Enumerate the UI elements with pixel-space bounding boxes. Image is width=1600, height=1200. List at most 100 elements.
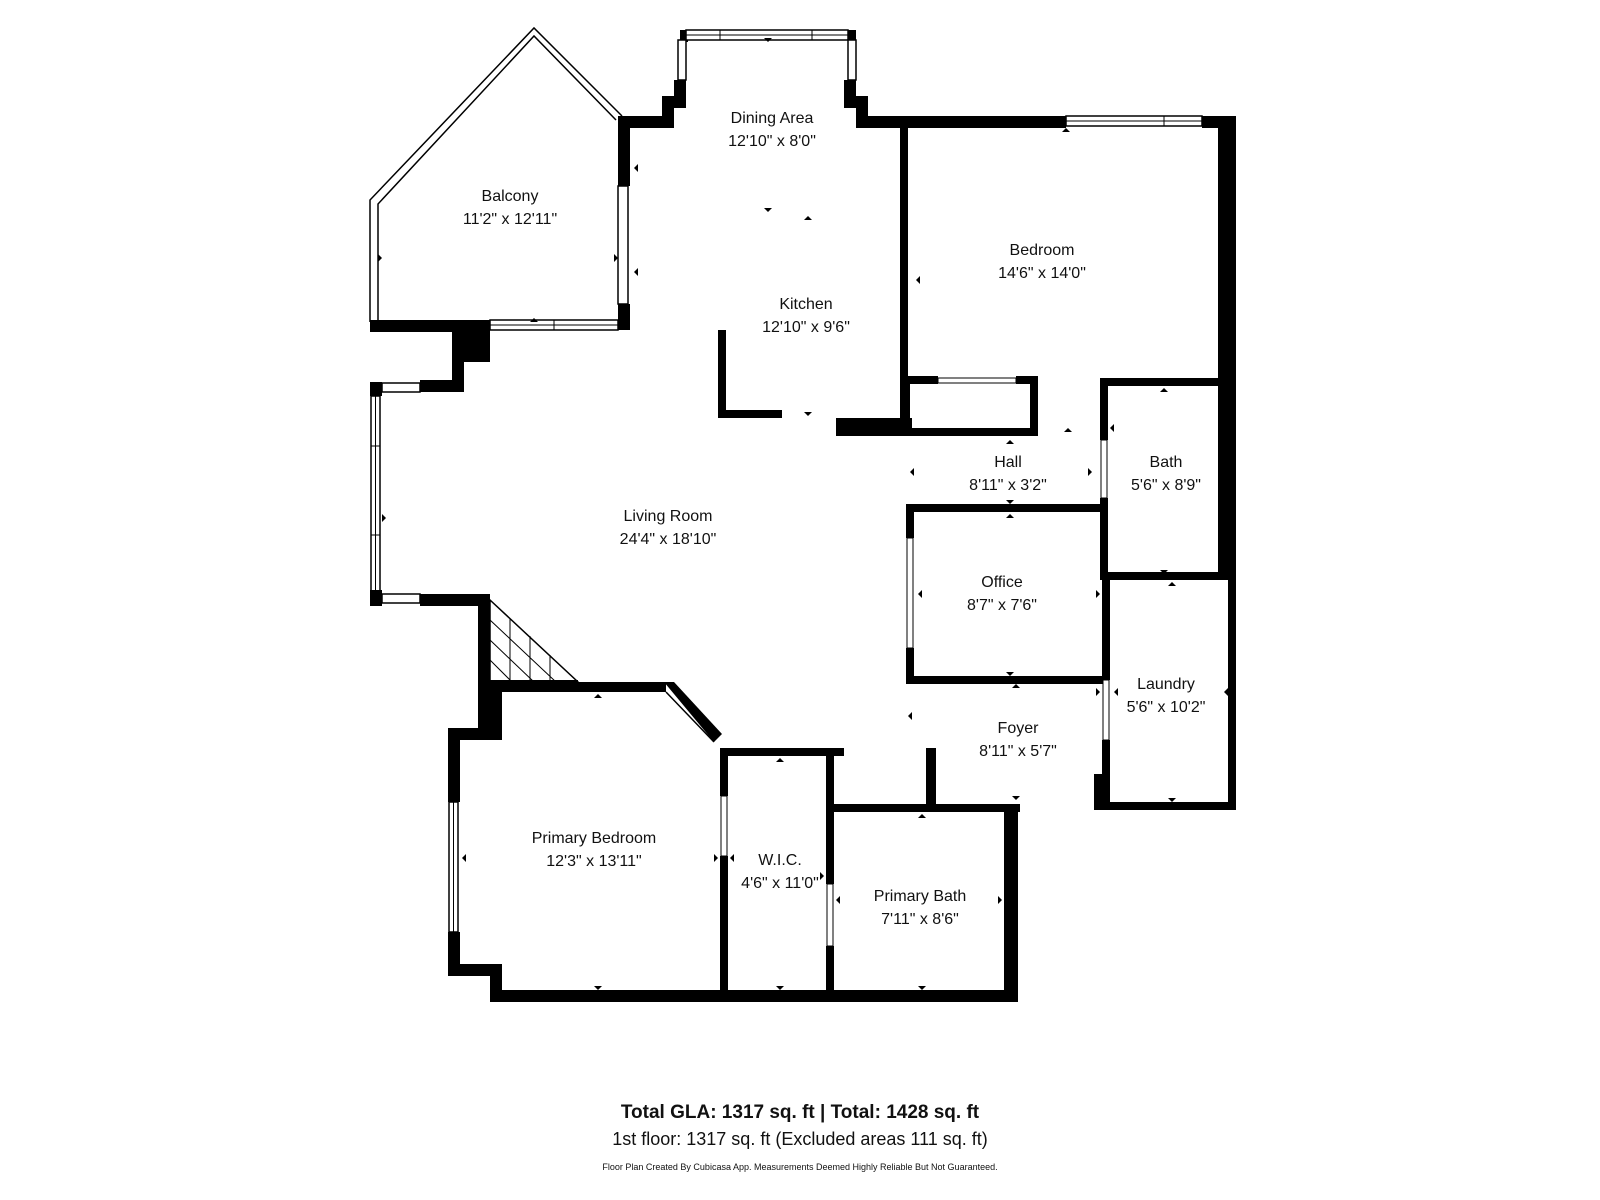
room-name: Hall xyxy=(994,454,1022,471)
room-label-wic: W.I.C. 4'6" x 11'0" xyxy=(741,850,819,896)
laundry-walls xyxy=(1094,580,1236,810)
dimension-ticks xyxy=(378,38,1228,990)
room-dims: 5'6" x 8'9" xyxy=(1131,477,1201,494)
dimension-tick xyxy=(820,872,824,880)
dimension-tick xyxy=(1160,570,1168,574)
dimension-tick xyxy=(764,208,772,212)
room-name: Balcony xyxy=(481,188,539,205)
dimension-tick xyxy=(382,514,386,522)
room-dims: 8'11" x 5'7" xyxy=(979,743,1057,760)
dimension-tick xyxy=(1012,796,1020,800)
room-dims: 8'11" x 3'2" xyxy=(969,477,1047,494)
area-summary: Total GLA: 1317 sq. ft | Total: 1428 sq.… xyxy=(0,1100,1600,1174)
room-dims: 14'6" x 14'0" xyxy=(998,265,1086,282)
dimension-tick xyxy=(918,814,926,818)
room-dims: 4'6" x 11'0" xyxy=(741,875,819,892)
dimension-tick xyxy=(1088,468,1092,476)
dimension-tick xyxy=(634,164,638,172)
room-label-bedroom: Bedroom 14'6" x 14'0" xyxy=(998,240,1086,286)
dimension-tick xyxy=(1168,582,1176,586)
balcony-kitchen-wall xyxy=(370,116,630,392)
room-label-hall: Hall 8'11" x 3'2" xyxy=(969,452,1047,498)
dimension-tick xyxy=(918,986,926,990)
dimension-tick xyxy=(462,854,466,862)
dimension-tick xyxy=(1096,590,1100,598)
room-name: Office xyxy=(981,574,1023,591)
dimension-tick xyxy=(1006,500,1014,504)
room-dims: 12'10" x 9'6" xyxy=(762,319,850,336)
dimension-tick xyxy=(634,268,638,276)
bath-walls xyxy=(1100,378,1228,580)
disclaimer: Floor Plan Created By Cubicasa App. Meas… xyxy=(602,1162,998,1172)
dimension-tick xyxy=(910,468,914,476)
room-name: Bedroom xyxy=(1009,242,1075,259)
room-name: Kitchen xyxy=(779,296,833,313)
room-dims: 12'3" x 13'11" xyxy=(546,853,642,870)
room-dims: 12'10" x 8'0" xyxy=(728,133,816,150)
dimension-tick xyxy=(594,986,602,990)
room-dims: 24'4" x 18'10" xyxy=(619,531,717,548)
dimension-tick xyxy=(594,694,602,698)
dimension-tick xyxy=(776,986,784,990)
dimension-tick xyxy=(730,854,734,862)
balcony-railing xyxy=(369,26,623,322)
dimension-tick xyxy=(1114,688,1118,696)
wic-walls xyxy=(720,748,844,996)
room-name: W.I.C. xyxy=(758,852,802,869)
dimension-tick xyxy=(614,254,618,262)
dining-bay-walls xyxy=(620,30,1066,128)
room-label-laundry: Laundry 5'6" x 10'2" xyxy=(1127,674,1206,720)
dining-windows xyxy=(677,29,857,81)
room-name: Primary Bedroom xyxy=(531,830,657,847)
dimension-tick xyxy=(916,276,920,284)
room-dims: 7'11" x 8'6" xyxy=(881,911,959,928)
dimension-tick xyxy=(530,318,538,322)
room-label-office: Office 8'7" x 7'6" xyxy=(967,572,1037,618)
room-label-dining: Dining Area 12'10" x 8'0" xyxy=(728,108,816,154)
dimension-tick xyxy=(804,412,812,416)
room-name: Laundry xyxy=(1137,676,1195,693)
room-label-living: Living Room 24'4" x 18'10" xyxy=(620,506,717,552)
room-label-bath: Bath 5'6" x 8'9" xyxy=(1131,452,1201,498)
room-dims: 5'6" x 10'2" xyxy=(1126,699,1206,716)
dimension-tick xyxy=(1224,688,1228,696)
dimension-tick xyxy=(1168,798,1176,802)
dimension-tick xyxy=(998,896,1002,904)
dimension-tick xyxy=(1012,684,1020,688)
dimension-tick xyxy=(1110,424,1114,432)
room-dims: 11'2" x 12'11" xyxy=(462,211,558,228)
dimension-tick xyxy=(1224,276,1228,284)
office-walls xyxy=(906,504,1106,684)
dimension-tick xyxy=(1224,424,1228,432)
room-dims: 8'7" x 7'6" xyxy=(967,597,1037,614)
total-area: Total GLA: 1317 sq. ft | Total: 1428 sq.… xyxy=(620,1102,980,1123)
dimension-tick xyxy=(918,590,922,598)
dimension-tick xyxy=(1160,388,1168,392)
dimension-tick xyxy=(836,896,840,904)
primary-bath-walls xyxy=(834,748,1020,1002)
room-label-balcony: Balcony 11'2" x 12'11" xyxy=(463,186,557,232)
dimension-tick xyxy=(1006,440,1014,444)
room-name: Foyer xyxy=(997,720,1039,737)
room-name: Living Room xyxy=(623,508,713,525)
living-west-wall xyxy=(370,382,490,606)
dimension-tick xyxy=(804,216,812,220)
room-label-primary-bedroom: Primary Bedroom 12'3" x 13'11" xyxy=(532,828,656,874)
dimension-tick xyxy=(776,758,784,762)
dimension-tick xyxy=(714,854,718,862)
room-name: Bath xyxy=(1149,454,1183,471)
dimension-tick xyxy=(908,712,912,720)
room-label-primary-bath: Primary Bath 7'11" x 8'6" xyxy=(874,886,966,932)
dimension-tick xyxy=(1064,428,1072,432)
kitchen-counter xyxy=(718,330,912,436)
primary-bedroom-walls xyxy=(448,682,1018,1002)
dimension-tick xyxy=(1062,128,1070,132)
dimension-tick xyxy=(902,272,906,280)
dimension-tick xyxy=(904,164,908,172)
room-name: Primary Bath xyxy=(873,888,967,905)
dimension-tick xyxy=(1096,688,1100,696)
floor-area: 1st floor: 1317 sq. ft (Excluded areas 1… xyxy=(612,1129,988,1149)
room-name: Dining Area xyxy=(730,110,814,127)
room-label-kitchen: Kitchen 12'10" x 9'6" xyxy=(762,294,850,340)
